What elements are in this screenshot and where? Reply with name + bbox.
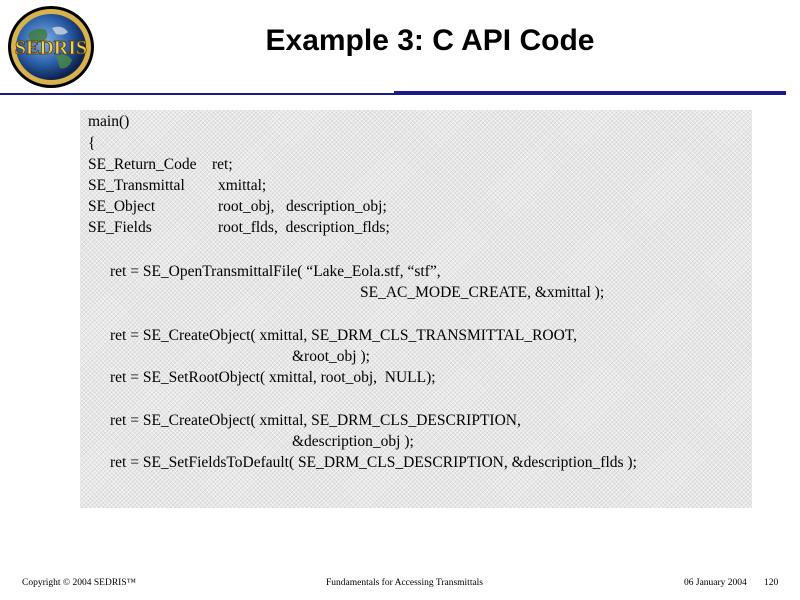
code-line: main() <box>88 113 130 130</box>
code-line: root_obj, description_obj; <box>218 198 387 215</box>
code-line: ret = SE_CreateObject( xmittal, SE_DRM_C… <box>110 412 521 429</box>
code-line: root_flds, description_flds; <box>218 219 390 236</box>
sedris-logo: SEDRIS <box>8 6 94 88</box>
title-divider-accent <box>394 91 786 94</box>
code-line: ret; <box>212 156 233 173</box>
code-line: ret = SE_SetRootObject( xmittal, root_ob… <box>110 369 436 386</box>
code-line: SE_AC_MODE_CREATE, &xmittal ); <box>360 284 605 301</box>
code-line: SE_Fields <box>88 219 152 236</box>
code-line: ret = SE_OpenTransmittalFile( “Lake_Eola… <box>110 263 441 280</box>
code-line: ret = SE_CreateObject( xmittal, SE_DRM_C… <box>110 327 577 344</box>
code-block: main() { SE_Return_Code ret; SE_Transmit… <box>80 110 752 508</box>
footer-page-number: 120 <box>764 578 779 588</box>
footer-course-title: Fundamentals for Accessing Transmittals <box>326 578 484 588</box>
footer-copyright: Copyright © 2004 SEDRIS™ <box>22 578 136 588</box>
slide-title: Example 3: C API Code <box>265 24 595 57</box>
code-line: &description_obj ); <box>292 433 414 450</box>
title-divider <box>0 93 786 95</box>
logo-text: SEDRIS <box>15 37 87 59</box>
code-line: &root_obj ); <box>292 348 370 365</box>
footer-date: 06 January 2004 <box>684 578 747 588</box>
code-line: ret = SE_SetFieldsToDefault( SE_DRM_CLS_… <box>110 454 637 471</box>
code-line: SE_Transmittal <box>88 177 185 194</box>
code-line: { <box>88 135 96 152</box>
code-line: SE_Return_Code <box>88 156 197 173</box>
code-line: SE_Object <box>88 198 156 215</box>
code-line: xmittal; <box>218 177 267 194</box>
